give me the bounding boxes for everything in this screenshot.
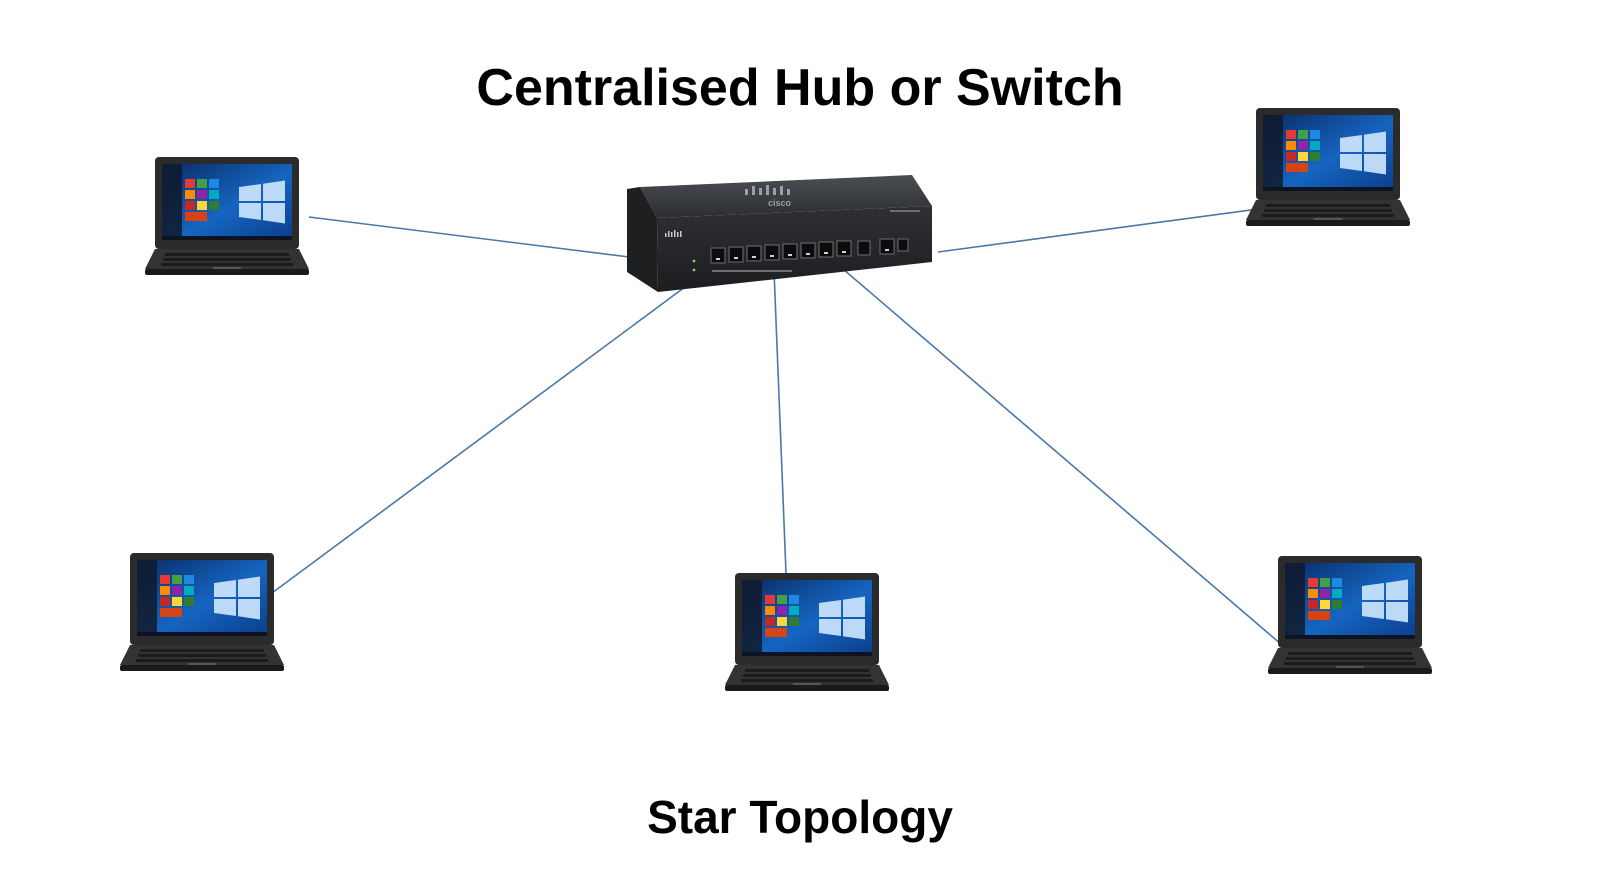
laptop-icon xyxy=(120,553,284,671)
laptop-icon xyxy=(1246,108,1410,226)
link-bottom-right xyxy=(836,263,1282,645)
link-top-right xyxy=(938,207,1273,252)
link-bottom-center xyxy=(774,270,786,573)
link-bottom-left xyxy=(272,267,712,593)
laptop-icon xyxy=(725,573,889,691)
diagram-caption: Star Topology xyxy=(0,790,1600,844)
link-top-left xyxy=(309,217,677,263)
laptop-icon xyxy=(1268,556,1432,674)
laptop-icon xyxy=(145,157,309,275)
network-switch-icon: cisco xyxy=(627,175,932,292)
switch-brand: cisco xyxy=(768,198,792,208)
